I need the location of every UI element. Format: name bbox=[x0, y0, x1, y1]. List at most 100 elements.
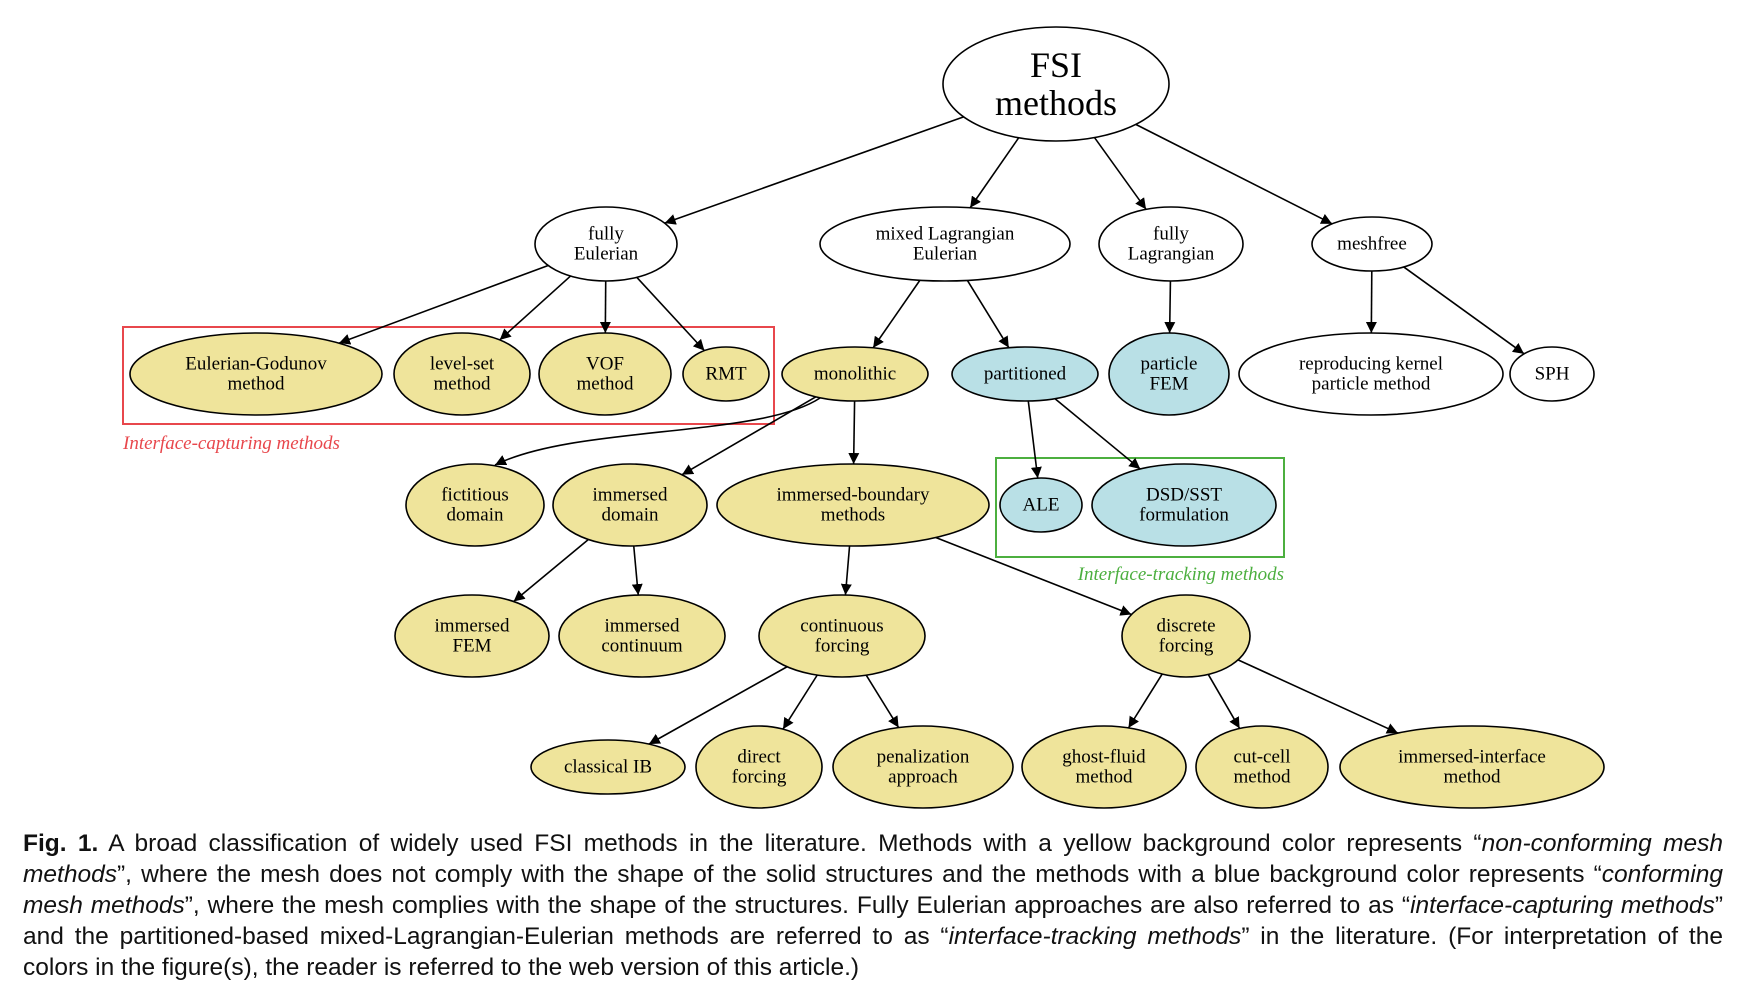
node-label: VOF bbox=[586, 354, 624, 375]
node-label: meshfree bbox=[1337, 234, 1407, 255]
node-label: fully bbox=[1153, 224, 1189, 245]
node-label: cut-cell bbox=[1234, 747, 1291, 768]
node-label: method bbox=[1076, 767, 1133, 788]
node-label: domain bbox=[447, 505, 504, 526]
edge-partitioned-to-ale bbox=[1027, 400, 1042, 479]
node-ellipse bbox=[716, 463, 990, 547]
edge-partitioned-to-dsd bbox=[1054, 398, 1141, 470]
node-ellipse bbox=[1311, 216, 1433, 272]
node-label: method bbox=[577, 374, 634, 395]
node-label: immersed bbox=[605, 616, 680, 637]
edge-mixed-le-to-partitioned bbox=[966, 279, 1010, 349]
caption-emphasis: interface-tracking methods bbox=[948, 923, 1242, 950]
edge-fsi-to-meshfree bbox=[1135, 123, 1333, 225]
node-label: FSI bbox=[1030, 45, 1082, 85]
node-label: penalization bbox=[877, 747, 970, 768]
edge-ibm-to-discrete-forcing bbox=[935, 536, 1132, 616]
node-ellipse bbox=[1195, 725, 1329, 809]
caption-text: A broad classification of widely used FS… bbox=[23, 830, 1723, 981]
node-label: FEM bbox=[452, 636, 491, 657]
node-ellipse bbox=[1509, 346, 1595, 402]
node-ellipse bbox=[405, 463, 545, 547]
node-ellipse bbox=[393, 332, 531, 416]
edge-fsi-to-fully-lagrangian bbox=[1093, 137, 1147, 210]
node-label: Eulerian-Godunov bbox=[185, 354, 327, 375]
edge-discrete-forcing-to-iim bbox=[1237, 659, 1399, 734]
node-label: fully bbox=[588, 224, 624, 245]
node-ellipse bbox=[695, 725, 823, 809]
node-monolithic: monolithic bbox=[781, 346, 929, 402]
node-sph: SPH bbox=[1509, 346, 1595, 402]
node-label: method bbox=[1444, 767, 1501, 788]
node-label: discrete bbox=[1156, 616, 1215, 637]
node-ellipse bbox=[1021, 725, 1187, 809]
node-label: partitioned bbox=[984, 364, 1067, 385]
node-label: particle method bbox=[1312, 374, 1431, 395]
edge-ibm-to-continuous-forcing bbox=[840, 545, 852, 596]
caption-emphasis: non-conforming mesh methods bbox=[23, 830, 1724, 888]
node-label: method bbox=[1234, 767, 1291, 788]
edge-discrete-forcing-to-cut-cell bbox=[1207, 674, 1241, 729]
diagram-edges bbox=[338, 116, 1525, 745]
caption-segment: ”, where the mesh does not comply with t… bbox=[116, 861, 1602, 888]
node-label: Eulerian bbox=[574, 244, 639, 265]
node-label: ghost-fluid bbox=[1062, 747, 1146, 768]
edge-immersed-domain-to-immersed-fem bbox=[513, 538, 589, 603]
caption-segment: ”, where the mesh complies with the shap… bbox=[184, 892, 1411, 919]
edge-continuous-forcing-to-penalization bbox=[865, 674, 900, 728]
edge-monolithic-to-ibm bbox=[848, 400, 860, 465]
node-classical-ib: classical IB bbox=[530, 739, 686, 795]
node-label: domain bbox=[602, 505, 659, 526]
edge-fully-eulerian-to-eulerian-godunov bbox=[338, 264, 549, 345]
node-label: DSD/SST bbox=[1146, 485, 1222, 506]
node-ellipse bbox=[1121, 594, 1251, 678]
node-ellipse bbox=[781, 346, 929, 402]
node-ellipse bbox=[558, 594, 726, 678]
node-label: ALE bbox=[1023, 495, 1060, 516]
figure-caption: Fig. 1. A broad classification of widely… bbox=[23, 828, 1723, 983]
node-label: continuous bbox=[800, 616, 883, 637]
edge-fsi-to-mixed-le bbox=[969, 137, 1020, 209]
node-ellipse bbox=[999, 477, 1083, 533]
node-ellipse bbox=[1238, 332, 1504, 416]
node-label: particle bbox=[1141, 354, 1198, 375]
node-label: forcing bbox=[815, 636, 870, 657]
node-label: mixed Lagrangian bbox=[876, 224, 1015, 245]
node-label: forcing bbox=[732, 767, 787, 788]
node-ellipse bbox=[129, 332, 383, 416]
node-ellipse bbox=[552, 463, 708, 547]
edge-mixed-le-to-monolithic bbox=[872, 279, 921, 349]
node-label: approach bbox=[888, 767, 958, 788]
interface-tracking-group-label: Interface-tracking methods bbox=[1077, 564, 1284, 585]
node-meshfree: meshfree bbox=[1311, 216, 1433, 272]
node-ale: ALE bbox=[999, 477, 1083, 533]
node-ellipse bbox=[1098, 206, 1244, 282]
node-label: immersed-boundary bbox=[776, 485, 930, 506]
edge-continuous-forcing-to-direct-forcing bbox=[782, 674, 818, 730]
node-ellipse bbox=[819, 206, 1071, 282]
node-label: immersed bbox=[435, 616, 510, 637]
node-ellipse bbox=[682, 346, 770, 402]
node-label: continuum bbox=[601, 636, 682, 657]
edge-meshfree-to-sph bbox=[1403, 266, 1525, 355]
node-ellipse bbox=[758, 594, 926, 678]
node-label: methods bbox=[995, 83, 1117, 123]
node-rmt: RMT bbox=[682, 346, 770, 402]
node-label: level-set bbox=[430, 354, 495, 375]
node-ellipse bbox=[530, 739, 686, 795]
caption-segment: ” in the literature. (For interpretation… bbox=[23, 923, 1723, 981]
node-ellipse bbox=[534, 206, 678, 282]
node-ellipse bbox=[538, 332, 672, 416]
